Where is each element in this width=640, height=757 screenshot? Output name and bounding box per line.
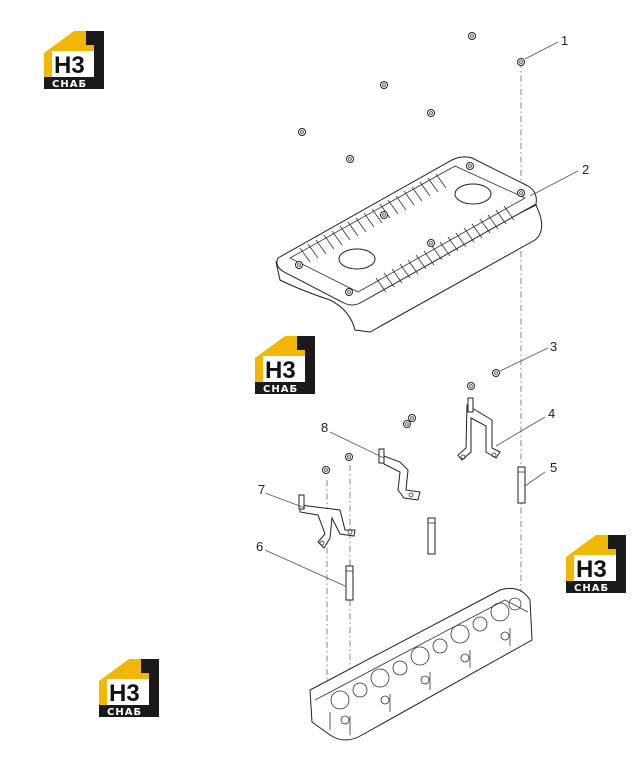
logo-word: СНАБ [263, 384, 298, 395]
watermark-logo-2: H3 СНАБ [255, 336, 315, 395]
bracket-nuts [322, 369, 500, 474]
watermark-logo-3: H3 СНАБ [566, 535, 626, 594]
logo-word: СНАБ [107, 707, 142, 718]
callout-6: 6 [256, 539, 263, 554]
callout-7: 7 [258, 482, 265, 497]
logo-word: СНАБ [52, 79, 87, 90]
logo-word: СНАБ [574, 583, 609, 594]
cylinder-head [309, 587, 533, 741]
callout-5: 5 [550, 460, 557, 475]
callout-8: 8 [321, 420, 328, 435]
logo-mark: H3 [265, 357, 296, 384]
bracket-middle [378, 448, 421, 501]
callout-1: 1 [561, 33, 568, 48]
watermark-logo-4: H3 СНАБ [99, 659, 159, 718]
cover-nuts [298, 32, 525, 163]
logo-mark: H3 [109, 680, 140, 707]
bracket-right [457, 397, 501, 461]
stud-middle [427, 517, 436, 555]
stud-left [345, 565, 354, 601]
callout-4: 4 [548, 406, 555, 421]
logo-mark: H3 [576, 556, 607, 583]
watermark-logo-1: H3 СНАБ [44, 31, 104, 90]
logo-mark: H3 [54, 52, 85, 79]
callout-2: 2 [582, 162, 589, 177]
leader-lines [264, 41, 579, 587]
valve-cover [275, 156, 543, 333]
stud-right [517, 466, 526, 504]
callout-3: 3 [550, 339, 557, 354]
bracket-left [298, 494, 356, 549]
